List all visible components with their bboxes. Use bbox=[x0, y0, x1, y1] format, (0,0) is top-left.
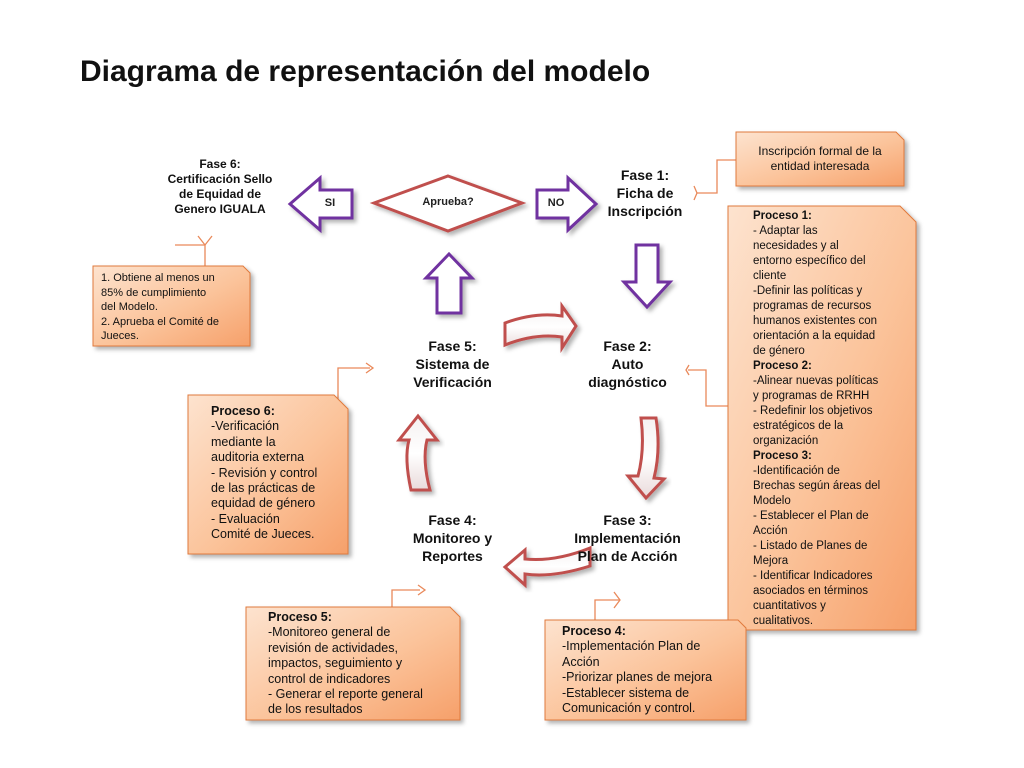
connector-proc4-tip bbox=[613, 591, 621, 609]
connector-proc2-tip bbox=[685, 364, 690, 376]
note-proc123-shape bbox=[727, 205, 917, 631]
connector-proc6 bbox=[337, 367, 370, 405]
arrow-up-f5-decision bbox=[422, 251, 476, 315]
connector-inscripcion bbox=[697, 159, 736, 194]
connector-criterios-tip bbox=[197, 235, 213, 247]
connector-proc4 bbox=[594, 599, 620, 620]
note-proc6-shape bbox=[187, 394, 349, 555]
si-label: SI bbox=[324, 197, 336, 209]
decision-diamond bbox=[369, 174, 527, 233]
no-arrow bbox=[535, 174, 599, 234]
arrow-f5-f2 bbox=[503, 301, 578, 354]
connector-proc2 bbox=[688, 369, 728, 407]
arrow-f3-f4 bbox=[502, 545, 592, 589]
note-inscripcion-shape bbox=[735, 131, 905, 187]
connector-proc5-tip bbox=[417, 584, 427, 596]
page-title: Diagrama de representación del modelo bbox=[80, 55, 651, 88]
connector-proc6-tip bbox=[365, 362, 375, 374]
no-label: NO bbox=[547, 197, 565, 209]
note-proc5-shape bbox=[245, 606, 461, 721]
decision-label: Aprueba? bbox=[422, 196, 474, 208]
arrow-down-f1-f2 bbox=[620, 243, 674, 310]
si-arrow bbox=[287, 174, 354, 234]
connector-inscripcion-tip bbox=[693, 185, 698, 201]
note-proc4-shape bbox=[544, 619, 747, 721]
note-criterios-shape bbox=[92, 265, 251, 347]
connector-criterios bbox=[175, 244, 206, 268]
connector-proc5 bbox=[391, 589, 420, 610]
connectors bbox=[175, 159, 736, 620]
arrow-f2-f3 bbox=[624, 416, 668, 501]
arrow-f4-f5 bbox=[395, 413, 441, 492]
